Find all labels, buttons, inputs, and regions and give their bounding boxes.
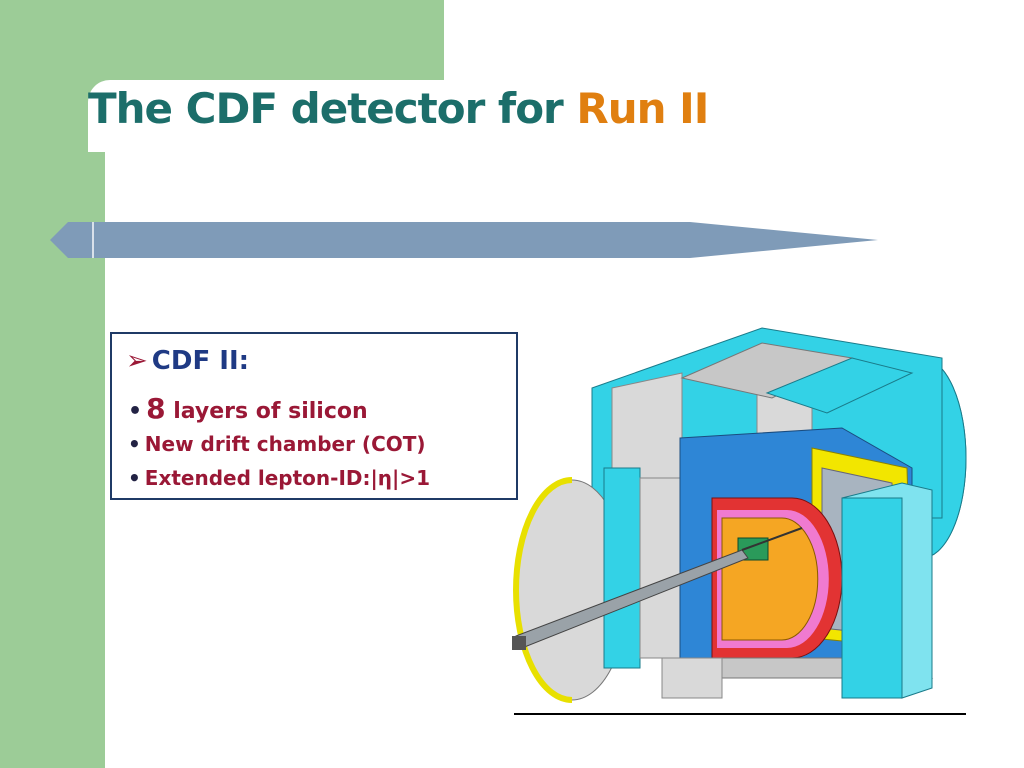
bullet-icon: • bbox=[128, 466, 141, 490]
bullet-icon: • bbox=[128, 399, 143, 424]
item-text: Extended lepton-ID:|η|>1 bbox=[144, 466, 431, 490]
list-item: •New drift chamber (COT) bbox=[128, 432, 426, 456]
cdf-info-box: ➢CDF II: •8 layers of silicon •New drift… bbox=[110, 332, 518, 500]
cdf-detector-illustration bbox=[512, 327, 967, 703]
arrow-bullet-icon: ➢ bbox=[126, 346, 148, 376]
item-text: New drift chamber (COT) bbox=[144, 432, 426, 456]
item-emphasis: 8 bbox=[146, 392, 166, 425]
list-item: •8 layers of silicon bbox=[128, 392, 368, 425]
box-heading-text: CDF II: bbox=[151, 346, 250, 376]
bullet-icon: • bbox=[128, 432, 141, 456]
item-text: layers of silicon bbox=[165, 399, 368, 424]
title-accent-text: Run II bbox=[576, 84, 709, 133]
slide-title: The CDF detector for Run II bbox=[88, 84, 709, 133]
list-item: •Extended lepton-ID:|η|>1 bbox=[128, 466, 430, 490]
title-background bbox=[88, 80, 1024, 152]
box-heading: ➢CDF II: bbox=[126, 346, 249, 376]
figure-baseline-rule bbox=[514, 713, 966, 715]
title-main-text: The CDF detector for bbox=[88, 84, 577, 133]
decorative-pencil-bar bbox=[50, 222, 878, 258]
